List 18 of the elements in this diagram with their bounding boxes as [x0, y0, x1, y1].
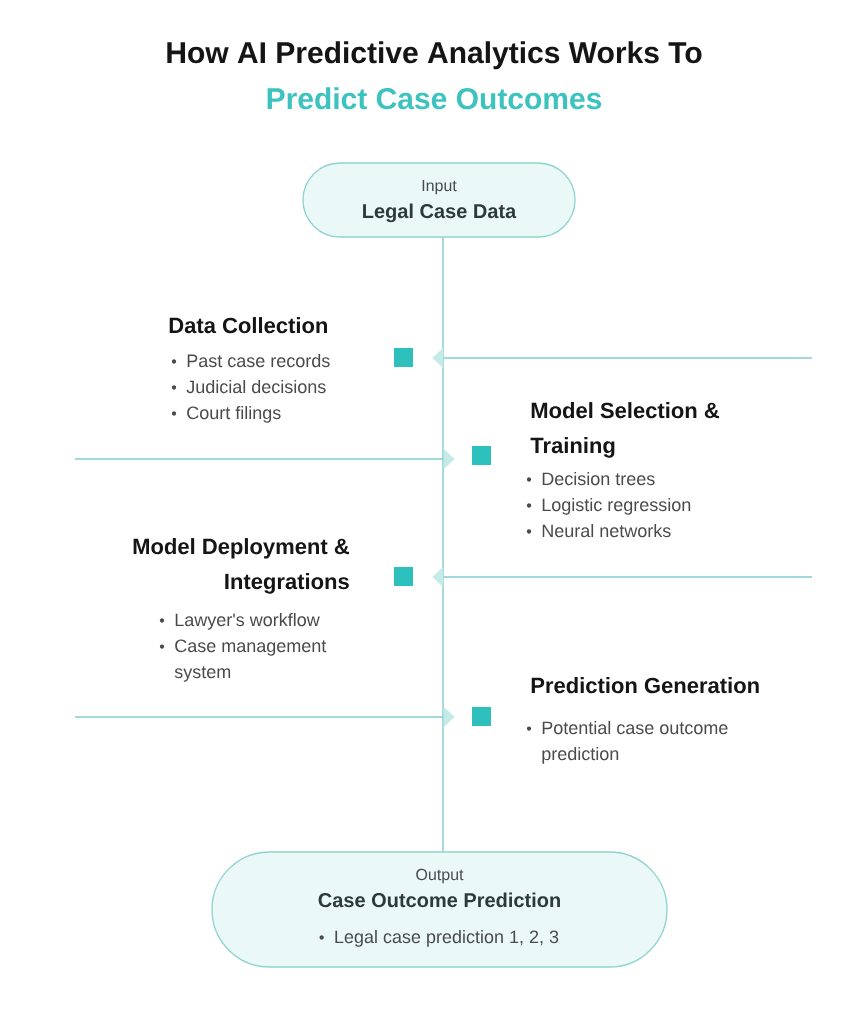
list-item: Potential case outcome prediction: [542, 720, 728, 764]
connector-line: [442, 236, 444, 853]
list-item: Logistic regression: [542, 497, 691, 515]
list-item: Case management system: [174, 639, 327, 682]
list-item: Decision trees: [542, 471, 655, 486]
subtitle: Predict Case Outcomes: [267, 87, 602, 110]
terminal-pill: Input Legal Case Data: [302, 162, 576, 238]
step-heading: Model Selection & Training: [530, 402, 720, 458]
step-heading: Model Deployment & Integrations: [133, 538, 350, 594]
terminal-pill: Output Case Outcome Prediction Legal case prediction 1, 2, 3: [211, 851, 668, 968]
list-item: Judicial decisions: [186, 379, 326, 394]
title: How AI Predictive Analytics Works To: [167, 41, 702, 70]
list-item: Lawyer's workflow: [175, 612, 320, 630]
list-item: Neural networks: [542, 523, 671, 538]
list-item: Court filings: [187, 405, 281, 423]
step-heading: Data Collection: [169, 317, 327, 334]
list-item: Past case records: [187, 353, 330, 368]
step-heading: Prediction Generation: [531, 677, 759, 694]
